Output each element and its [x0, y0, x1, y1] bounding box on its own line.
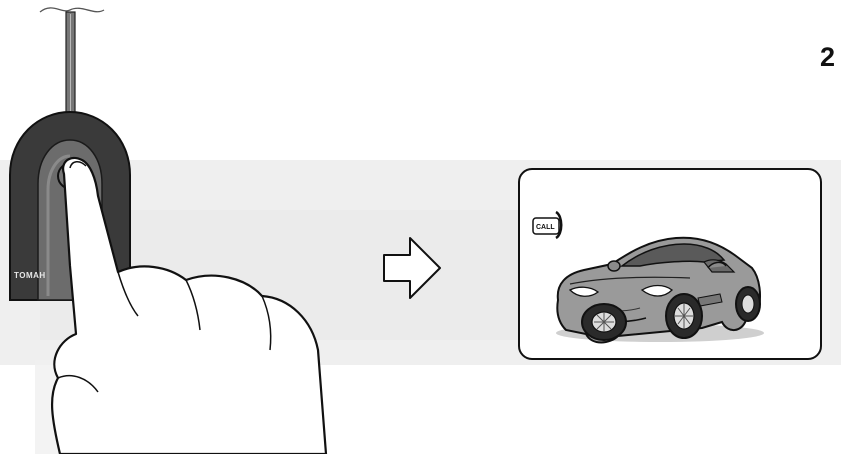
fob-string	[40, 8, 104, 124]
fob-brand-text: TOMAH	[14, 271, 46, 280]
step-number: 2	[820, 44, 835, 71]
call-label: CALL	[536, 224, 555, 231]
